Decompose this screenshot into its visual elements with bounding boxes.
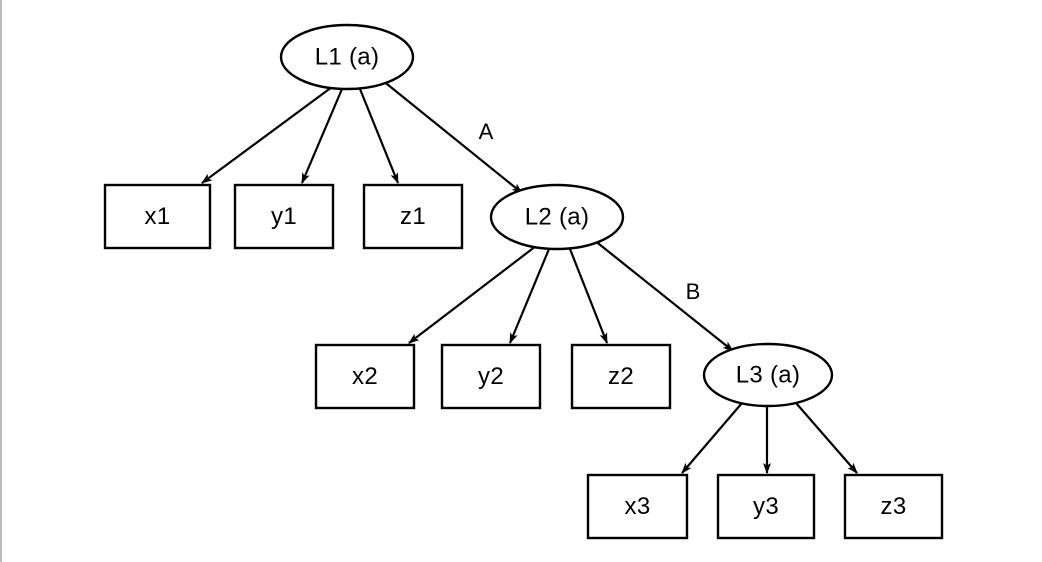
- node-label-l2: L2 (a): [525, 203, 590, 230]
- node-l2[interactable]: L2 (a): [489, 183, 625, 251]
- edge-l1-to-z1[interactable]: [358, 88, 400, 184]
- observed-box: [586, 473, 689, 540]
- node-x2[interactable]: x2: [314, 343, 416, 410]
- edge-label-b: B: [686, 279, 701, 304]
- observed-box: [440, 343, 542, 410]
- observed-box: [233, 183, 335, 250]
- node-label-x1: x1: [145, 203, 171, 230]
- edge-l2-to-l3[interactable]: B: [593, 239, 734, 352]
- edge-l3-to-z3[interactable]: [795, 402, 858, 474]
- edge-l2-to-z2[interactable]: [568, 248, 609, 344]
- latent-ellipse: [702, 342, 834, 408]
- edge-arrow: [408, 245, 537, 344]
- node-l3[interactable]: L3 (a): [702, 342, 834, 408]
- edge-l1-to-y1[interactable]: [300, 88, 344, 184]
- node-z2[interactable]: z2: [570, 343, 672, 410]
- node-z3[interactable]: z3: [843, 473, 944, 540]
- observed-box: [362, 183, 464, 250]
- observed-box: [843, 473, 944, 540]
- node-label-y3: y3: [753, 493, 779, 520]
- node-label-x2: x2: [352, 363, 378, 390]
- node-x3[interactable]: x3: [586, 473, 689, 540]
- edge-arrow: [358, 88, 400, 184]
- edge-arrow: [568, 248, 609, 344]
- edge-l1-to-l2[interactable]: A: [381, 79, 523, 194]
- edge-arrow: [593, 239, 734, 352]
- node-label-l1: L1 (a): [315, 43, 380, 70]
- edge-l2-to-y2[interactable]: [508, 248, 551, 344]
- node-label-z3: z3: [881, 493, 907, 520]
- edge-label-a: A: [479, 119, 494, 144]
- node-label-y1: y1: [271, 203, 297, 230]
- node-y1[interactable]: y1: [233, 183, 335, 250]
- edge-arrow: [300, 88, 344, 184]
- node-y3[interactable]: y3: [716, 473, 816, 540]
- edge-arrow: [381, 79, 523, 194]
- observed-box: [103, 183, 212, 250]
- node-label-x3: x3: [625, 493, 651, 520]
- node-label-z2: z2: [608, 363, 634, 390]
- observed-box: [570, 343, 672, 410]
- edge-l2-to-x2[interactable]: [408, 245, 537, 344]
- node-z1[interactable]: z1: [362, 183, 464, 250]
- edge-arrow: [681, 402, 743, 474]
- node-l1[interactable]: L1 (a): [279, 23, 415, 91]
- node-y2[interactable]: y2: [440, 343, 542, 410]
- edge-arrow: [795, 402, 858, 474]
- node-x1[interactable]: x1: [103, 183, 212, 250]
- node-label-l3: L3 (a): [736, 361, 801, 388]
- edge-arrow: [201, 86, 333, 184]
- edge-l1-to-x1[interactable]: [201, 86, 333, 184]
- edge-arrow: [508, 248, 551, 344]
- observed-box: [314, 343, 416, 410]
- edges-layer: AB: [201, 79, 858, 474]
- node-label-z1: z1: [400, 203, 426, 230]
- edge-l3-to-x3[interactable]: [681, 402, 743, 474]
- observed-box: [716, 473, 816, 540]
- node-label-y2: y2: [478, 363, 504, 390]
- latent-ellipse: [489, 183, 625, 251]
- nodes-layer: L1 (a) L2 (a) L3 (a) x1 y1 z1 x2 y2 z2 x3 y3 z3: [103, 23, 944, 540]
- latent-ellipse: [279, 23, 415, 91]
